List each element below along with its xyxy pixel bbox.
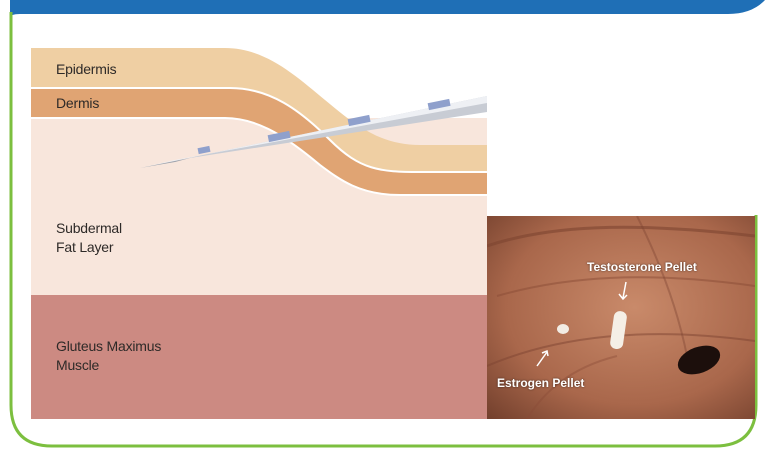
testosterone-pellet-label: Testosterone Pellet — [587, 260, 697, 274]
fat-layer-label-line1: Subdermal — [56, 219, 122, 238]
estrogen-pellet-label: Estrogen Pellet — [497, 376, 584, 390]
muscle-layer — [31, 295, 487, 419]
muscle-label-line1: Gluteus Maximus — [56, 337, 161, 356]
pellet-photo: Testosterone Pellet Estrogen Pellet — [487, 216, 755, 419]
dermis-label: Dermis — [56, 94, 99, 113]
estrogen-pellet — [557, 324, 569, 334]
fat-layer-label-line2: Fat Layer — [56, 238, 113, 257]
epidermis-label: Epidermis — [56, 60, 116, 79]
muscle-label-line2: Muscle — [56, 356, 99, 375]
